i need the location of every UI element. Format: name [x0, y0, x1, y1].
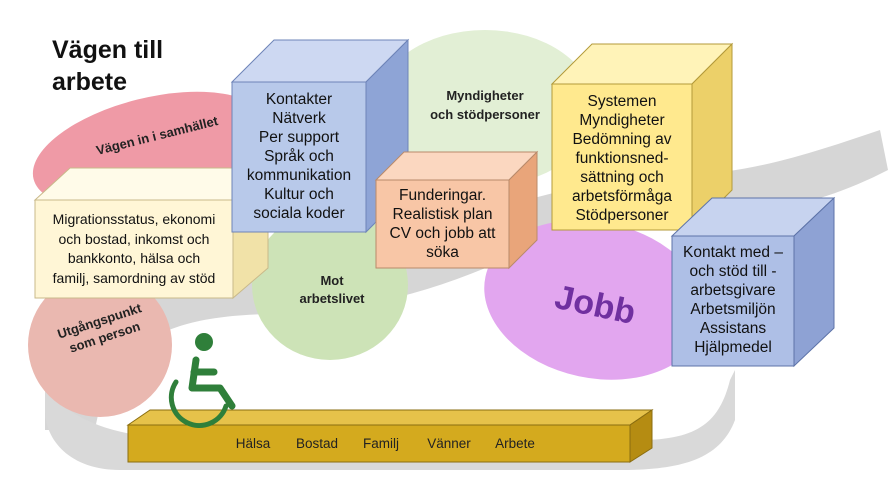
wheelchair-user-icon [168, 333, 236, 428]
utgangspunkt-ellipse [28, 273, 172, 417]
base-bar [126, 409, 654, 463]
migration-line: Migrationsstatus, ekonomi [52, 211, 216, 227]
arbetslivet-label: Mot arbetslivet [282, 272, 382, 308]
base-item-halsa: Hälsa [235, 436, 271, 451]
kontakt-med-text: Kontakt med – och stöd till - arbetsgiva… [672, 243, 794, 357]
systemen-line: funktionsned- [575, 150, 669, 167]
systemen-text: Systemen Myndigheter Bedömning av funkti… [552, 92, 692, 225]
jobb-ellipse [484, 220, 706, 380]
myndigheter-line-1: Myndigheter [446, 88, 524, 103]
kontakter-line: kommunikation [246, 167, 352, 184]
kontakt-med-box [670, 196, 836, 368]
myndigheter-line-2: och stödpersoner [430, 107, 540, 122]
kontakt-med-line: Arbetsmiljön [690, 301, 776, 318]
kontakter-text: Kontakter Nätverk Per support Språk och … [232, 90, 366, 223]
funderingar-line: söka [426, 244, 459, 261]
arbetslivet-ellipse [252, 210, 408, 360]
title-line-1: Vägen till [52, 36, 164, 64]
kontakt-med-line: Hjälpmedel [694, 339, 772, 356]
kontakter-line: sociala koder [253, 205, 345, 222]
systemen-line: arbetsförmåga [572, 188, 672, 205]
myndigheter-ellipse [375, 30, 595, 186]
migration-text: Migrationsstatus, ekonomi och bostad, in… [35, 210, 233, 288]
systemen-line: Myndigheter [579, 112, 665, 129]
kontakt-med-line: och stöd till - [689, 263, 777, 280]
kontakter-line: Per support [258, 129, 340, 146]
myndigheter-label: Myndigheter och stödpersoner [415, 86, 555, 124]
migration-line: bankkonto, hälsa och [67, 250, 201, 266]
systemen-line: Bedömning av [572, 131, 672, 148]
kontakter-line: Kultur och [264, 186, 334, 203]
title-line-2: arbete [52, 68, 128, 96]
base-item-familj: Familj [363, 436, 399, 451]
page-title: Vägen till arbete [52, 34, 163, 98]
kontakt-med-line: Assistans [699, 320, 767, 337]
base-item-bostad: Bostad [295, 436, 339, 451]
base-item-arbete: Arbete [495, 436, 535, 451]
systemen-line: Stödpersoner [575, 207, 669, 224]
funderingar-text: Funderingar. Realistisk plan CV och jobb… [376, 186, 509, 262]
funderingar-box [374, 150, 539, 270]
systemen-box [550, 42, 734, 232]
arbetslivet-line-2: arbetslivet [299, 291, 365, 306]
systemen-line: Systemen [587, 93, 657, 110]
funderingar-line: Funderingar. [398, 187, 487, 204]
kontakter-line: Kontakter [265, 91, 333, 108]
systemen-line: sättning och [580, 169, 664, 186]
kontakter-line: Nätverk [272, 110, 326, 127]
funderingar-line: Realistisk plan [392, 206, 493, 223]
kontakt-med-line: arbetsgivare [690, 282, 776, 299]
kontakter-line: Språk och [264, 148, 334, 165]
arbetslivet-line-1: Mot [320, 273, 344, 288]
migration-line: familj, samordning av stöd [52, 269, 216, 286]
funderingar-line: CV och jobb att [389, 225, 496, 242]
base-item-vanner: Vänner [427, 436, 471, 451]
kontakt-med-line: Kontakt med – [683, 244, 783, 261]
migration-line: och bostad, inkomst och [58, 230, 210, 247]
